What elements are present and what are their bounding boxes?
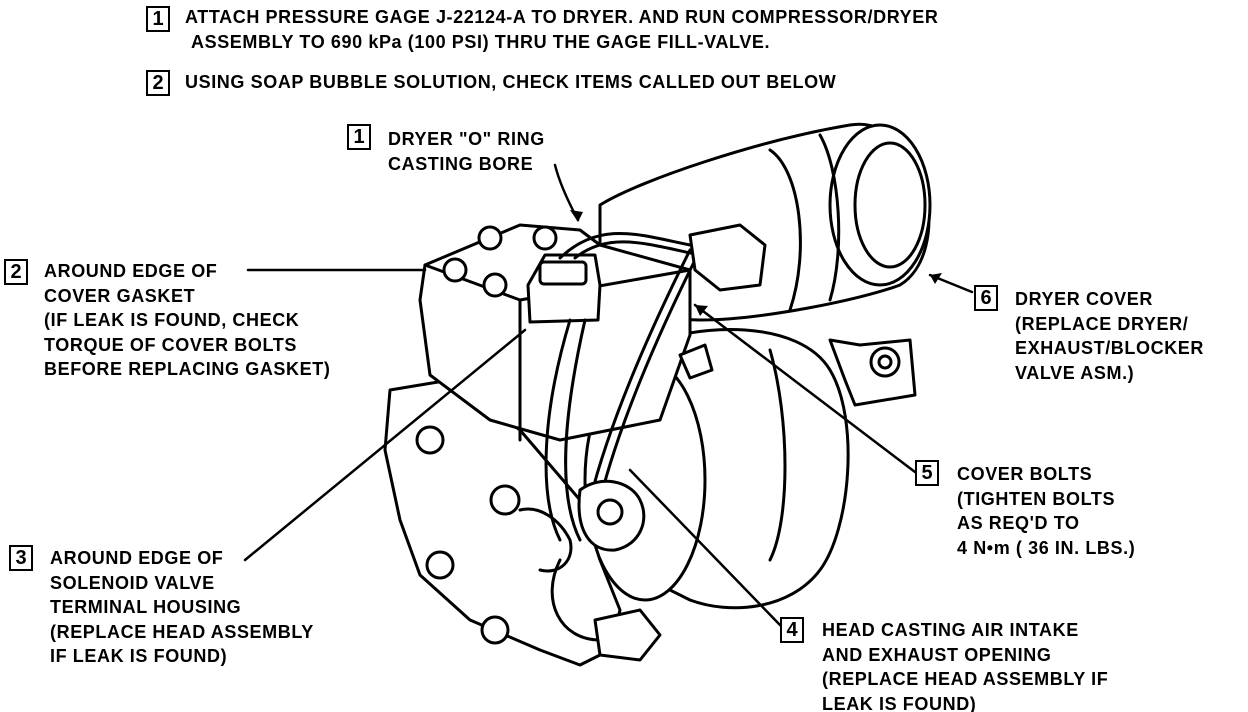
callout-line: BEFORE REPLACING GASKET) [44, 359, 331, 379]
callout-line: (IF LEAK IS FOUND, CHECK [44, 310, 300, 330]
callout-line: COVER BOLTS [957, 464, 1093, 484]
mount-bolt-top [415, 425, 445, 455]
mount-plate [383, 378, 622, 667]
callout-line: AS REQ'D TO [957, 513, 1080, 533]
cover-bolt-4 [532, 225, 558, 251]
callout-number: 5 [915, 460, 939, 486]
callout-line: (REPLACE HEAD ASSEMBLY [50, 621, 314, 642]
instruction-line: ATTACH PRESSURE GAGE J-22124-A TO DRYER.… [185, 7, 939, 27]
mount-bolt-center [489, 484, 521, 516]
callout-line: IF LEAK IS FOUND) [50, 646, 228, 666]
callout-line: 4 N•m ( 36 IN. LBS.) [957, 537, 1136, 558]
callout-line: DRYER COVER [1015, 289, 1153, 309]
solenoid-connector [538, 260, 588, 286]
callout-line: TERMINAL HOUSING [50, 597, 242, 617]
lower-fitting [593, 608, 662, 662]
mount-bolt-bottom [480, 615, 510, 645]
callout-text: COVER BOLTS (TIGHTEN BOLTS AS REQ'D TO 4… [957, 462, 1135, 560]
mount-bolt-left [425, 550, 455, 580]
dryer-end-inner [853, 141, 927, 269]
callout-text: AROUND EDGE OF COVER GASKET (IF LEAK IS … [44, 259, 330, 382]
callout-number: 1 [347, 124, 371, 150]
callout-line: (REPLACE HEAD ASSEMBLY IF [822, 669, 1109, 689]
callout-text: HEAD CASTING AIR INTAKE AND EXHAUST OPEN… [822, 618, 1108, 712]
cover-bolt-2 [482, 272, 508, 298]
cover-bolt-1 [442, 257, 468, 283]
callout-line: VALVE ASM.) [1015, 362, 1135, 383]
callout-line: (TIGHTEN BOLTS [957, 488, 1116, 509]
cover-bolt-3 [477, 225, 503, 251]
instruction-step-text: USING SOAP BUBBLE SOLUTION, CHECK ITEMS … [185, 70, 836, 95]
callout-line: AND EXHAUST OPENING [822, 644, 1052, 665]
callout-line: AROUND EDGE OF [44, 261, 218, 281]
callout-text: AROUND EDGE OF SOLENOID VALVE TERMINAL H… [50, 546, 314, 669]
callout-text: DRYER "O" RING CASTING BORE [388, 127, 545, 176]
callout-line: HEAD CASTING AIR INTAKE [822, 620, 1079, 640]
callout-number: 2 [4, 259, 28, 285]
instruction-line: USING SOAP BUBBLE SOLUTION, CHECK ITEMS … [185, 72, 837, 92]
leader-3 [243, 328, 527, 562]
callout-line: LEAK IS FOUND) [822, 693, 977, 712]
instruction-step-text: ATTACH PRESSURE GAGE J-22124-A TO DRYER.… [185, 5, 938, 54]
callout-text: DRYER COVER (REPLACE DRYER/ EXHAUST/BLOC… [1015, 287, 1204, 385]
callout-line: EXHAUST/BLOCKER [1015, 338, 1205, 358]
instruction-step-number: 2 [146, 70, 170, 96]
callout-number: 6 [974, 285, 998, 311]
callout-line: CASTING BORE [388, 153, 534, 174]
callout-line: COVER GASKET [44, 285, 196, 306]
instruction-line: ASSEMBLY TO 690 kPa (100 PSI) THRU THE G… [191, 31, 771, 52]
callout-line: (REPLACE DRYER/ [1015, 313, 1189, 334]
dryer-bracket [828, 338, 917, 407]
callout-line: TORQUE OF COVER BOLTS [44, 334, 297, 355]
callout-line: AROUND EDGE OF [50, 548, 224, 568]
callout-number: 3 [9, 545, 33, 571]
dryer-wire-connector [688, 223, 767, 292]
callout-line: SOLENOID VALVE [50, 572, 215, 593]
instruction-step-number: 1 [146, 6, 170, 32]
callout-number: 4 [780, 617, 804, 643]
leader-5 [693, 303, 917, 474]
leader-4 [628, 468, 782, 627]
callout-line: DRYER "O" RING [388, 129, 545, 149]
